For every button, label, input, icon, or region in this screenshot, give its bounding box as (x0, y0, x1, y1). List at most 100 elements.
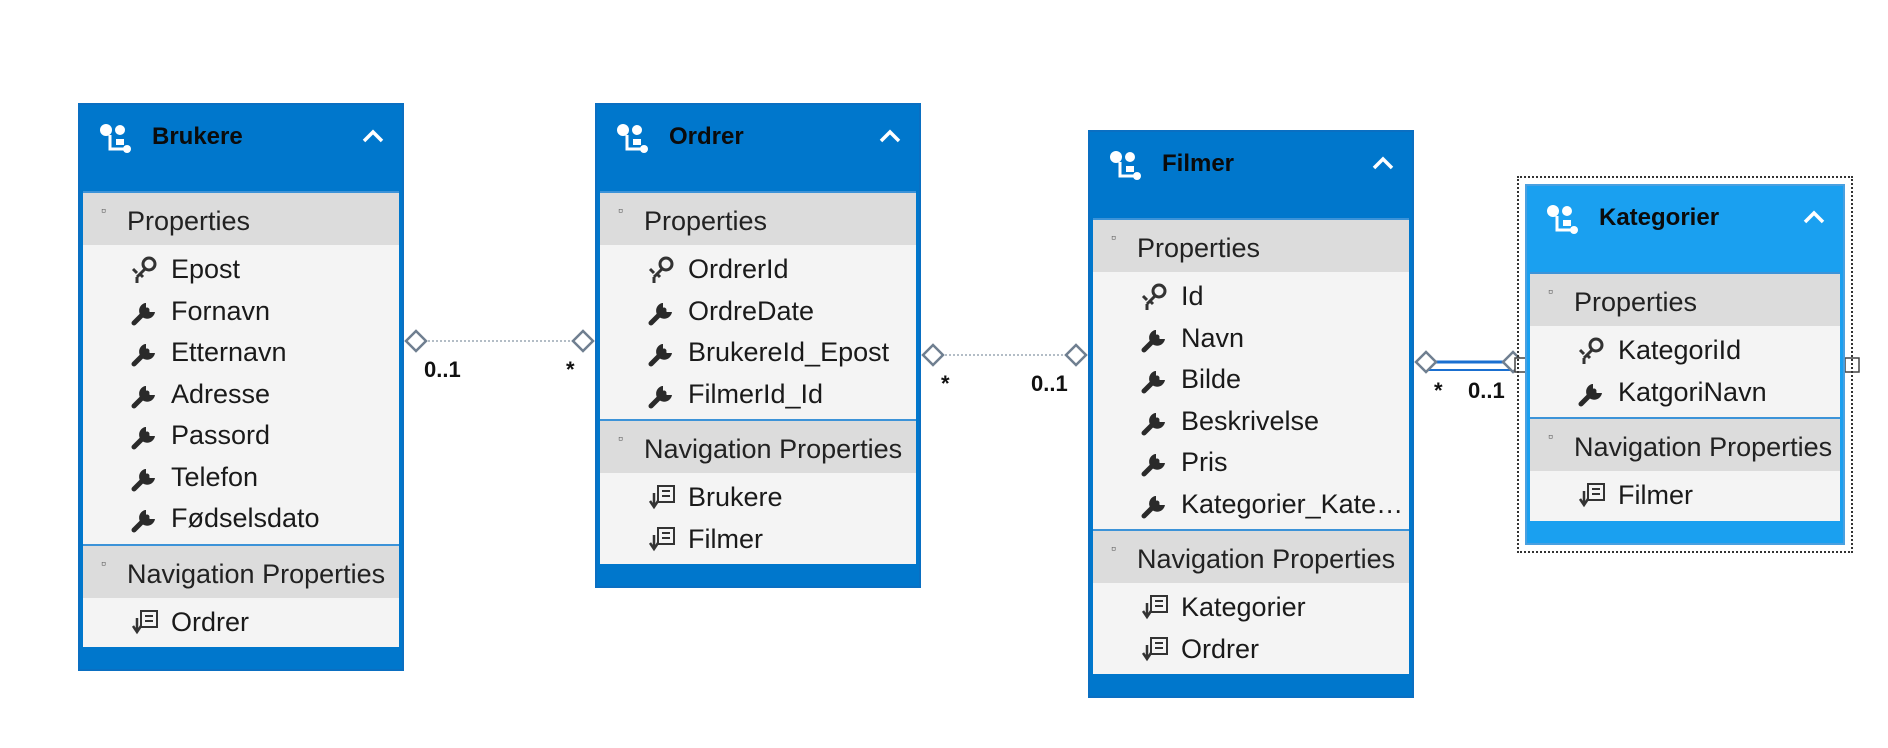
entity-icon (1106, 148, 1146, 182)
section-label: Properties (1137, 233, 1261, 263)
property-row[interactable]: Fødselsdato (83, 498, 399, 540)
property-row[interactable]: Adresse (83, 374, 399, 416)
property-label: OrdrerId (688, 254, 789, 284)
property-row[interactable]: Ordrer (1093, 629, 1409, 671)
multiplicity-label: 0..1 (1468, 378, 1505, 403)
association-end-diamond[interactable] (404, 329, 428, 353)
property-row[interactable]: Id (1093, 276, 1409, 318)
multiplicity-label: * (1434, 378, 1443, 403)
property-label: Filmer (1618, 480, 1693, 510)
property-row[interactable]: Epost (83, 249, 399, 291)
property-row[interactable]: Bilde (1093, 359, 1409, 401)
section-header[interactable]: ▫ Navigation Properties (83, 543, 399, 598)
wrench-icon (1141, 490, 1169, 520)
entity-header[interactable]: Filmer (1090, 132, 1412, 218)
association-end-diamond[interactable] (1064, 343, 1088, 367)
property-row[interactable]: Brukere (600, 477, 916, 519)
property-label: Epost (171, 254, 241, 284)
entity-title: Kategorier (1599, 204, 1720, 231)
wrench-icon (648, 338, 676, 368)
wrench-icon (131, 504, 159, 534)
entity-title: Ordrer (669, 123, 744, 150)
association-end-diamond[interactable] (921, 343, 945, 367)
property-row[interactable]: Beskrivelse (1093, 401, 1409, 443)
property-label: Beskrivelse (1181, 405, 1320, 436)
property-row[interactable]: Navn (1093, 318, 1409, 360)
section-label: Properties (1574, 287, 1698, 317)
property-label: Navn (1181, 322, 1245, 353)
property-row[interactable]: Filmer (1530, 475, 1840, 517)
section-header[interactable]: ▫Properties (600, 191, 916, 245)
property-row[interactable]: Passord (83, 415, 399, 457)
property-label: Bilde (1181, 364, 1242, 394)
property-row[interactable]: Fornavn (83, 291, 399, 333)
property-label: Telefon (171, 461, 259, 492)
multiplicity-label: 0..1 (1031, 371, 1068, 396)
property-row[interactable]: OrdreDate (600, 291, 916, 333)
key-icon (131, 255, 159, 285)
section-label: Navigation Properties (1574, 432, 1833, 462)
property-label: Adresse (171, 378, 271, 409)
entity-footer (80, 647, 402, 669)
section-header[interactable]: ▫Properties (83, 191, 399, 245)
collapse-icon[interactable] (1370, 150, 1396, 176)
entity-footer (597, 564, 919, 586)
property-row[interactable]: Etternavn (83, 332, 399, 374)
entity-header[interactable]: Ordrer (597, 105, 919, 191)
entity-icon (613, 121, 653, 155)
property-row[interactable]: FilmerId_Id (600, 374, 916, 416)
section-toggle-icon[interactable]: ▫ (101, 202, 106, 218)
property-label: Fornavn (171, 295, 271, 326)
multiplicity-label: 0..1 (424, 357, 461, 382)
section-header[interactable]: ▫Navigation Properties (600, 419, 916, 473)
section-label: Navigation Properties (127, 558, 386, 589)
entity-title: Filmer (1162, 150, 1235, 177)
association-end-diamond[interactable] (1414, 350, 1438, 374)
property-label: KatgoriNavn (1618, 376, 1767, 407)
section-toggle-icon[interactable]: ▫ (618, 430, 623, 446)
property-row[interactable]: KategoriId (1530, 330, 1840, 372)
property-row[interactable]: Filmer (600, 519, 916, 561)
section-toggle-icon[interactable]: ▫ (1548, 428, 1553, 444)
multiplicity-label: * (566, 357, 575, 382)
section-toggle-icon[interactable]: ▫ (1111, 229, 1116, 245)
property-row[interactable]: BrukereId_Epost (600, 332, 916, 374)
entity-icon (96, 121, 136, 155)
property-row[interactable]: Pris (1093, 442, 1409, 484)
property-row[interactable]: KatgoriNavn (1530, 372, 1840, 414)
property-label: FilmerId_Id (688, 378, 824, 409)
entity-header[interactable]: Brukere (80, 105, 402, 191)
section-header[interactable]: ▫Navigation Properties (1093, 529, 1409, 583)
collapse-icon[interactable] (1801, 204, 1827, 230)
entity-header[interactable]: Kategorier (1527, 186, 1843, 272)
collapse-icon[interactable] (360, 123, 386, 149)
property-row[interactable]: Telefon (83, 457, 399, 499)
section-toggle-icon[interactable]: ▫ (1548, 283, 1553, 299)
property-row[interactable]: Kategorier (1093, 587, 1409, 629)
property-label: Filmer (688, 523, 763, 554)
wrench-icon (131, 421, 159, 451)
property-row[interactable]: OrdrerId (600, 249, 916, 291)
section-header[interactable]: ▫ Properties (1530, 272, 1840, 326)
section-toggle-icon[interactable]: ▫ (101, 554, 106, 571)
association-end-diamond[interactable] (571, 329, 595, 353)
section-header[interactable]: ▫ Properties (1093, 218, 1409, 272)
section-toggle-icon[interactable]: ▫ (1111, 540, 1116, 556)
property-row[interactable]: Ordrer (83, 602, 399, 644)
wrench-icon (131, 297, 159, 327)
collapse-icon[interactable] (877, 123, 903, 149)
section-header[interactable]: ▫ Navigation Properties (1530, 417, 1840, 471)
property-label: Ordrer (1181, 633, 1260, 664)
wrench-icon (131, 380, 159, 410)
section-toggle-icon[interactable]: ▫ (618, 202, 623, 218)
property-row[interactable]: Kategorier_Kate… (1093, 484, 1409, 526)
selection-handle[interactable] (1844, 357, 1860, 373)
